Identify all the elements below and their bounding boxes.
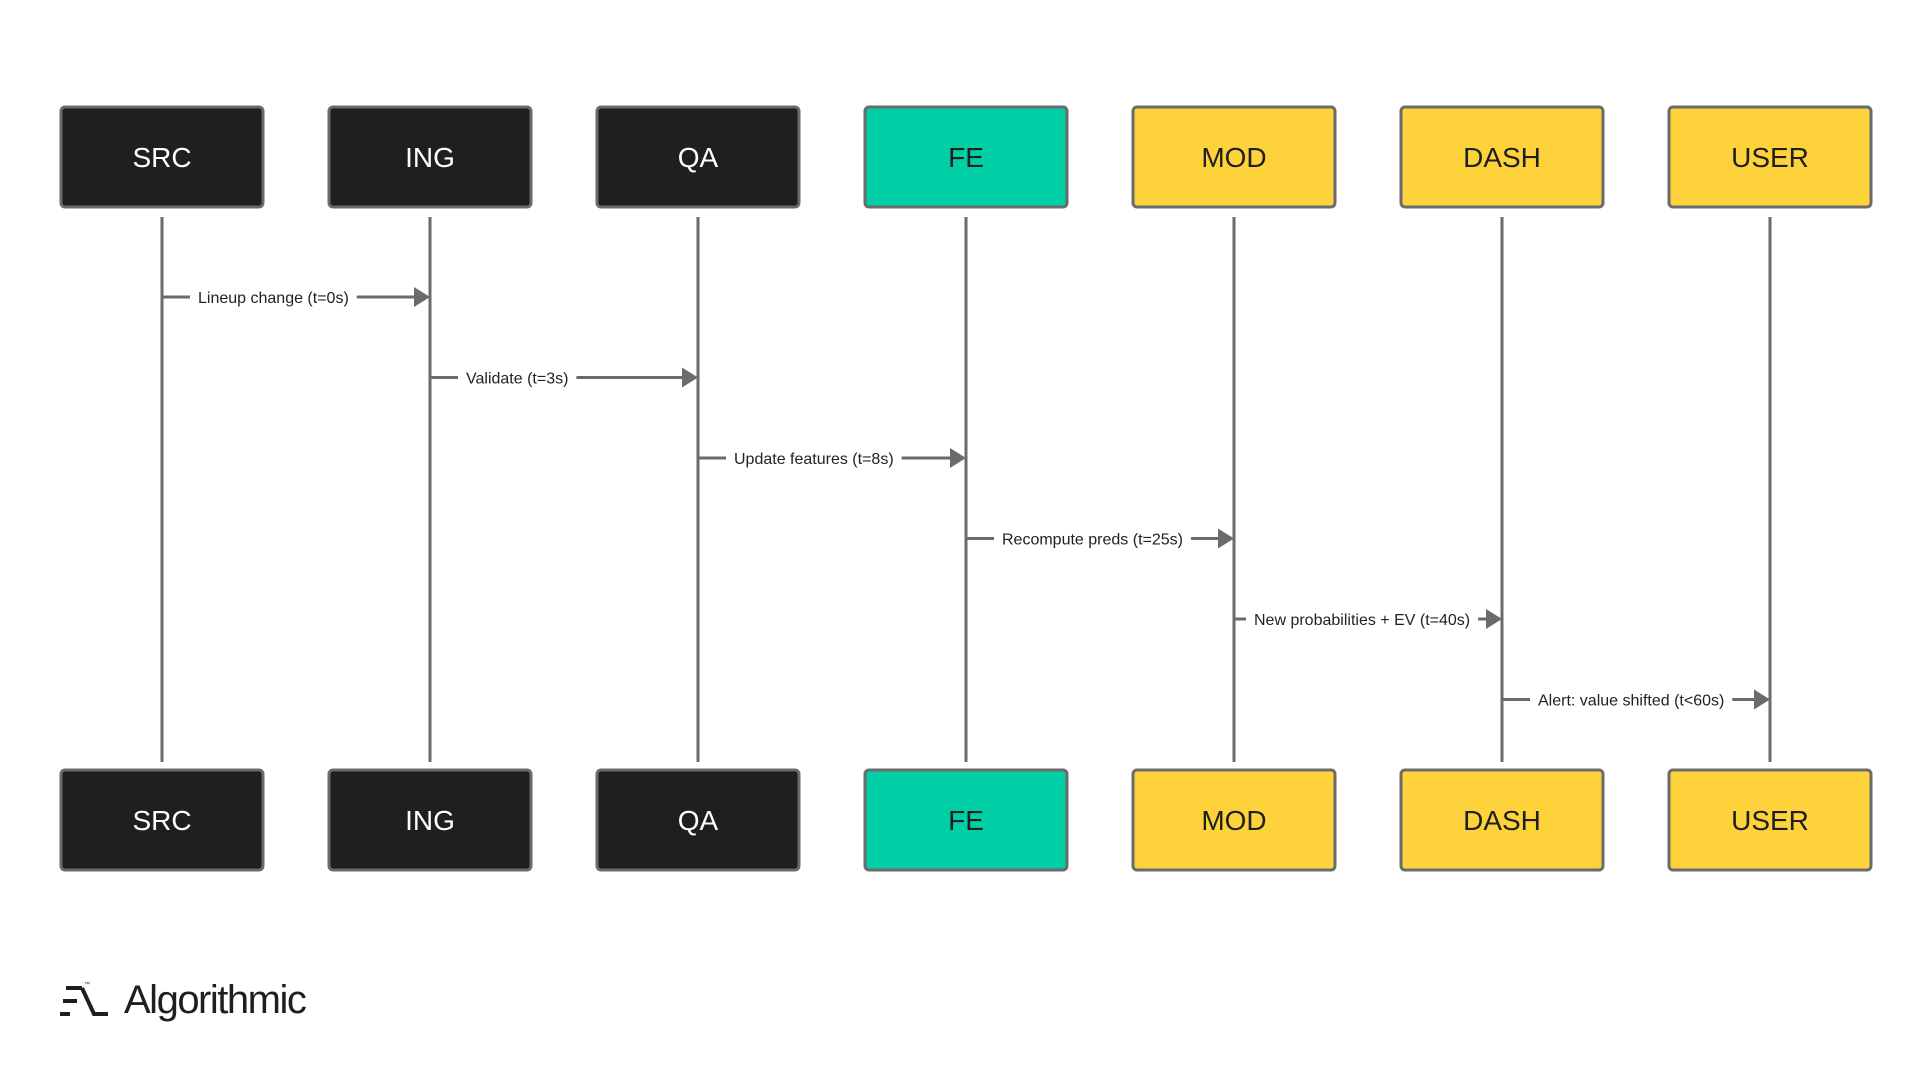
participant-box (327, 768, 533, 872)
participant-box (1131, 768, 1337, 872)
participant-box (595, 105, 801, 209)
participant-qa-top: QA (595, 105, 801, 209)
message-qa-to-fe: Update features (t=8s) (698, 448, 966, 468)
bottom-participant-row: SRC ING QA FE MOD DASH USER (59, 768, 1873, 872)
brand-name: Algorithmic (124, 978, 307, 1022)
participant-mod-bottom: MOD (1131, 768, 1337, 872)
messages: Lineup change (t=0s) Validate (t=3s) Updat… (162, 287, 1770, 710)
message-ing-to-qa: Validate (t=3s) (430, 367, 698, 388)
participant-ing-bottom: ING (327, 768, 533, 872)
message-dash-to-user: Alert: value shifted (t<60s) (1502, 689, 1770, 710)
participant-user-top: USER (1667, 105, 1873, 209)
participant-box (863, 105, 1069, 209)
participant-fe-top: FE (863, 105, 1069, 209)
participant-mod-top: MOD (1131, 105, 1337, 209)
message-label: Recompute preds (t=25s) (1002, 532, 1183, 549)
participant-box (1667, 105, 1873, 209)
participant-dash-top: DASH (1399, 105, 1605, 209)
participant-label: ING (405, 142, 455, 173)
participant-src-top: SRC (59, 105, 265, 209)
participant-user-bottom: USER (1667, 768, 1873, 872)
algorithmic-logo-icon: ™ (60, 982, 108, 1016)
message-fe-to-mod: Recompute preds (t=25s) (966, 528, 1234, 549)
participant-label: ING (405, 805, 455, 836)
participant-dash-bottom: DASH (1399, 768, 1605, 872)
arrowhead (682, 367, 698, 388)
message-label: New probabilities + EV (t=40s) (1254, 612, 1470, 629)
message-label: Validate (t=3s) (466, 371, 568, 388)
participant-label: USER (1731, 142, 1809, 173)
trademark-mark: ™ (84, 982, 90, 988)
participant-label: MOD (1201, 805, 1266, 836)
arrowhead (1218, 528, 1234, 549)
message-label: Update features (t=8s) (734, 451, 894, 468)
brand-logo: ™ Algorithmic (60, 978, 307, 1023)
participant-label: DASH (1463, 805, 1541, 836)
participant-label: USER (1731, 805, 1809, 836)
participant-box (327, 105, 533, 209)
participant-label: QA (678, 805, 719, 836)
participant-fe-bottom: FE (863, 768, 1069, 872)
participant-label: FE (948, 805, 984, 836)
participant-box (59, 105, 265, 209)
participant-qa-bottom: QA (595, 768, 801, 872)
message-label: Alert: value shifted (t<60s) (1538, 693, 1724, 710)
participant-src-bottom: SRC (59, 768, 265, 872)
participant-box (1131, 105, 1337, 209)
participant-label: SRC (132, 142, 191, 173)
message-src-to-ing: Lineup change (t=0s) (162, 287, 430, 307)
participant-label: MOD (1201, 142, 1266, 173)
participant-box (595, 768, 801, 872)
participant-label: QA (678, 142, 719, 173)
arrowhead (1754, 689, 1770, 710)
message-mod-to-dash: New probabilities + EV (t=40s) (1234, 609, 1502, 629)
participant-label: DASH (1463, 142, 1541, 173)
arrowhead (950, 448, 966, 468)
participant-box (1399, 105, 1605, 209)
message-label: Lineup change (t=0s) (198, 290, 349, 307)
participant-box (59, 768, 265, 872)
participant-label: FE (948, 142, 984, 173)
participant-box (863, 768, 1069, 872)
top-participant-row: SRC ING QA FE MOD DASH USER (59, 105, 1873, 209)
arrowhead (414, 287, 430, 307)
participant-ing-top: ING (327, 105, 533, 209)
arrowhead (1486, 609, 1502, 629)
participant-box (1399, 768, 1605, 872)
participant-label: SRC (132, 805, 191, 836)
lifelines (160, 217, 1772, 762)
participant-box (1667, 768, 1873, 872)
